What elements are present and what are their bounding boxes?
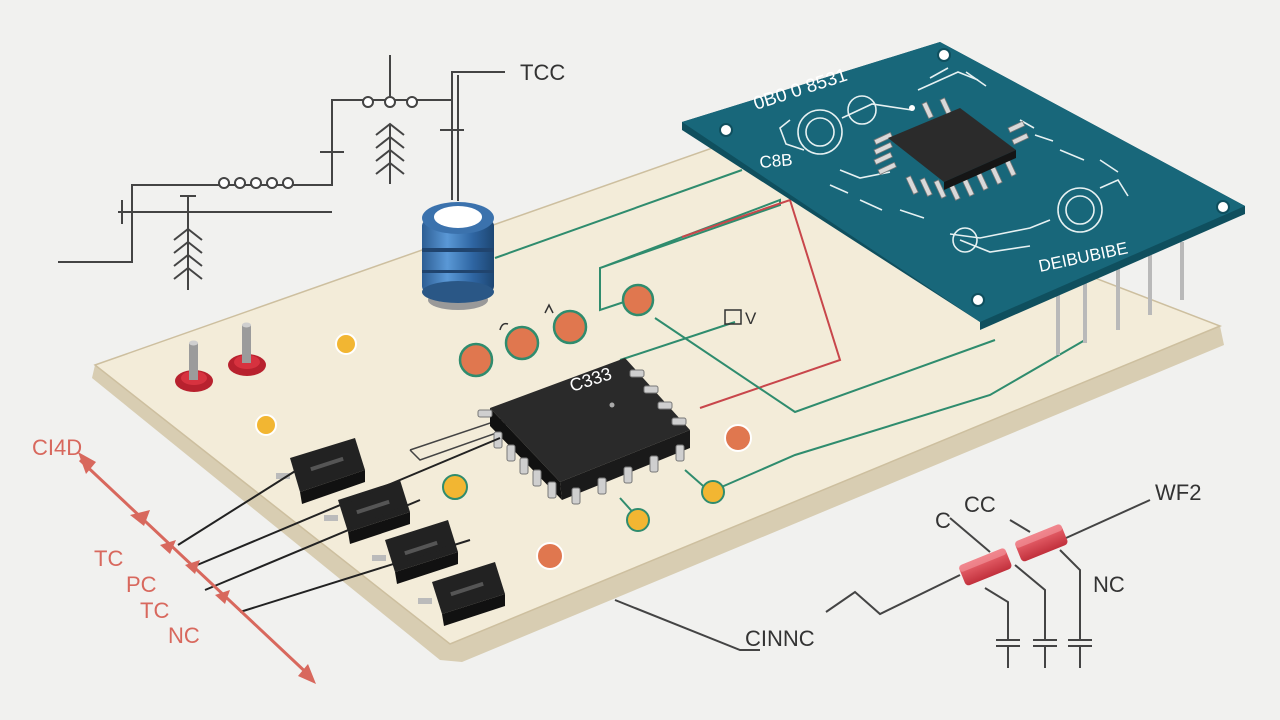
cinnc-label: CINNC xyxy=(745,626,815,651)
bus-line-label: TC xyxy=(140,598,169,623)
bus-line-label: PC xyxy=(126,572,157,597)
transistor xyxy=(324,480,410,544)
left-bus: CI4D TC PC TC NC xyxy=(32,435,316,684)
pad xyxy=(335,333,357,355)
pad xyxy=(536,542,564,570)
c-label: C xyxy=(935,508,951,533)
module-left-text: C8B xyxy=(759,150,794,172)
transistors xyxy=(276,438,505,626)
schematic-wire xyxy=(1065,499,1151,539)
schematic-wire xyxy=(350,71,505,101)
bus-arrow-head-top xyxy=(78,452,96,474)
schematic-wire xyxy=(58,55,391,263)
mounting-hole xyxy=(937,48,951,62)
chevron-symbol xyxy=(375,122,405,184)
mounting-hole xyxy=(1216,200,1230,214)
pad-arrow xyxy=(544,303,554,314)
pad xyxy=(504,325,540,361)
transistor xyxy=(418,562,505,626)
bus-tick xyxy=(215,590,230,604)
main-ic-chip: C333 xyxy=(477,358,690,505)
pad xyxy=(255,414,277,436)
cc-label: CC xyxy=(964,492,996,517)
nc-label: NC xyxy=(1093,572,1125,597)
green-trace-right xyxy=(654,317,996,414)
bus-tick xyxy=(185,560,200,574)
pad xyxy=(626,508,650,532)
mounting-hole xyxy=(971,293,985,307)
schematic-wire xyxy=(1014,564,1046,640)
module-ic-chip xyxy=(873,97,1030,201)
header-pins xyxy=(175,322,266,392)
module-traces xyxy=(779,67,1129,253)
green-trace-top xyxy=(494,169,743,259)
resistor xyxy=(1014,524,1068,562)
mounting-hole xyxy=(719,123,733,137)
pads xyxy=(255,283,752,570)
bus-wire xyxy=(189,437,501,569)
green-trace-loop xyxy=(599,198,781,312)
v-marker: V xyxy=(724,309,757,328)
module-header-pins xyxy=(1056,242,1184,355)
bus-wires xyxy=(177,437,501,613)
pad xyxy=(442,474,468,500)
transistor xyxy=(276,438,365,504)
pin-post xyxy=(228,322,266,376)
schematic-wire xyxy=(984,587,1009,640)
bus-tick xyxy=(160,540,176,554)
v-label: V xyxy=(745,309,757,328)
bus-wire xyxy=(204,499,421,591)
bus-line-label: TC xyxy=(94,546,123,571)
schematic-wire xyxy=(825,574,961,616)
pad xyxy=(724,424,752,452)
capacitor-symbol xyxy=(1033,639,1057,668)
top-schematic xyxy=(58,55,505,290)
pin-post xyxy=(175,340,213,392)
bottom-right-schematic xyxy=(614,499,1151,668)
switch-symbol xyxy=(362,96,418,108)
pad xyxy=(552,309,588,345)
schematic-wire xyxy=(614,599,760,651)
bus-line-label: NC xyxy=(168,623,200,648)
pad xyxy=(621,283,655,317)
bus-wire xyxy=(239,539,471,613)
chevron-symbol xyxy=(173,227,203,280)
pad xyxy=(701,480,725,504)
electrolytic-capacitor xyxy=(422,75,494,310)
resistor xyxy=(958,548,1012,586)
schematic-wire xyxy=(949,517,991,553)
green-trace-chip xyxy=(619,321,736,361)
green-trace-lower xyxy=(709,339,1086,493)
red-trace-loop xyxy=(681,198,842,409)
schematic-wire xyxy=(1009,519,1031,533)
bus-label: CI4D xyxy=(32,435,82,460)
wf2-label: WF2 xyxy=(1155,480,1201,505)
bus-wire xyxy=(177,467,301,546)
pad-arrow xyxy=(499,322,509,331)
schematic-wire xyxy=(1059,549,1081,640)
bus-arrow-head-bottom xyxy=(298,664,316,684)
pad xyxy=(458,342,494,378)
capacitor-symbol xyxy=(1068,639,1092,668)
module-pcb: 0B0 0 8531 C8B DEIBUBIBE xyxy=(682,42,1245,355)
inductor-symbol xyxy=(218,177,294,189)
bus-tick xyxy=(130,510,150,526)
tcc-label: TCC xyxy=(520,60,565,85)
capacitor-symbol xyxy=(996,639,1020,668)
transistor xyxy=(372,520,458,584)
